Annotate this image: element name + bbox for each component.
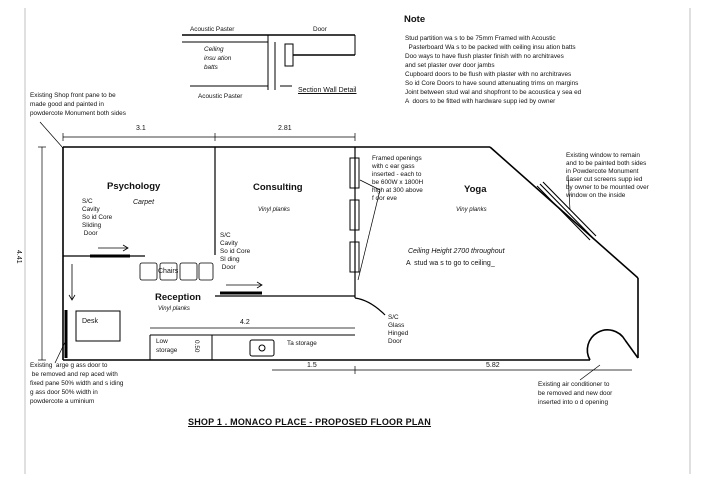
consulting-door-label: Cavity [220, 240, 238, 247]
air-conditioner-note: Existing air conditioner to [538, 381, 610, 388]
consulting-door-label: S/C [220, 232, 231, 239]
existing-glass-door-note: fixed pane 50% width and s iding [30, 380, 124, 387]
consulting-door-label: So id Core [220, 248, 251, 255]
framed-openings-note: Framed openings [372, 155, 422, 162]
note-line: and set plaster over door jambs [405, 62, 495, 69]
dimension-top-left: 3.1 [136, 125, 146, 132]
note-title: Note [404, 14, 426, 25]
sliding-doors [90, 244, 263, 295]
glass-door-label: Door [388, 338, 402, 345]
section-wall-detail [182, 34, 356, 90]
storage-counter [149, 334, 355, 360]
psychology-door-label: Cavity [82, 206, 100, 213]
framed-glass-openings [349, 157, 360, 273]
note-line: Doo ways to have flush plaster finish wi… [405, 53, 564, 60]
desk-label: Desk [82, 318, 98, 325]
desk-shape [75, 310, 121, 342]
dimension-reception: 4.2 [240, 319, 250, 326]
low-storage-label: Low [156, 338, 168, 345]
ceiling-batts-label: Ceiling [204, 46, 224, 53]
room-name-reception: Reception [155, 292, 201, 303]
door-label: Door [313, 26, 327, 33]
acoustic-plaster-top-label: Acoustic Paster [190, 26, 235, 33]
psychology-door-label: Sliding [82, 222, 102, 229]
note-line: Cupboard doors to be flush with plaster … [405, 71, 572, 78]
room-finish-consulting: Vinyl planks [258, 207, 290, 213]
consulting-door-label: Door [220, 264, 236, 271]
tall-storage-label: Ta storage [287, 340, 317, 347]
existing-window-note: by owner to be mounted over [566, 184, 649, 191]
framed-openings-note: high at 300 above [372, 187, 423, 194]
ceiling-batts-label: insu ation [204, 55, 232, 62]
ceiling-batts-label: batts [204, 64, 218, 71]
room-finish-psychology: Carpet [133, 199, 155, 206]
framed-openings-note: be 600W x 1800H [372, 179, 424, 186]
glass-door-label: Glass [388, 322, 405, 329]
shopfront-note-line: made good and painted in [30, 101, 104, 108]
low-storage-label: storage [156, 347, 178, 354]
acoustic-plaster-bottom-label: Acoustic Paster [198, 93, 243, 100]
psychology-door-label: So id Core [82, 214, 113, 221]
shopfront-note-line: Existing Shop front pane to be [30, 92, 116, 99]
psychology-door-label: Door [82, 230, 98, 237]
existing-window-note: in Powdercote Monument [566, 168, 639, 175]
leader-lines [39, 121, 601, 381]
dimension-bottom-mid: 1.5 [307, 362, 317, 369]
dimension-left: 4.41 [15, 250, 22, 264]
room-name-yoga: Yoga [464, 184, 487, 195]
room-finish-reception: Vinyl planks [158, 306, 190, 312]
note-line: So id Core Doors to have sound attenuati… [405, 80, 579, 87]
framed-openings-note: inserted - each to [372, 171, 422, 178]
inner-walls [63, 147, 386, 316]
air-conditioner-note: inserted into o d opening [538, 399, 608, 406]
note-line: Stud partition wa s to be 75mm Framed wi… [405, 35, 556, 42]
glass-door-label: S/C [388, 314, 399, 321]
glass-door-label: Hinged [388, 330, 409, 337]
existing-window-note: Laser cut screens supp ied [566, 176, 643, 183]
dimension-bottom-right: 5.82 [486, 362, 500, 369]
existing-window-note: and to be painted both sides [566, 160, 647, 167]
stud-walls-note: A stud wa s to go to ceiling_ [406, 260, 495, 267]
drawing-title: SHOP 1 . MONACO PLACE - PROPOSED FLOOR P… [188, 417, 431, 427]
room-name-consulting: Consulting [253, 182, 303, 193]
side-dimension-label: 0.50 [193, 340, 200, 353]
dimension-top-right: 2.81 [278, 125, 292, 132]
ceiling-height-note: Ceiling Height 2700 throughout [408, 248, 505, 255]
psychology-door-label: S/C [82, 198, 93, 205]
existing-window-note: Existing window to remain [566, 152, 640, 159]
room-finish-yoga: Viny planks [456, 207, 487, 213]
air-conditioner-note: be removed and new door [538, 390, 613, 397]
framed-openings-note: f oor eve [372, 195, 397, 202]
note-line: Pasterboard Wa s to be packed with ceili… [405, 44, 576, 51]
existing-glass-door-note: g ass door 50% width in [30, 389, 98, 396]
room-name-psychology: Psychology [107, 181, 161, 192]
consulting-door-label: Sl ding [220, 256, 240, 263]
chairs-label: Chairs [158, 268, 179, 275]
chairs-group [139, 262, 214, 281]
outer-walls [62, 146, 639, 361]
existing-glass-door-note: be removed and rep aced with [30, 371, 118, 378]
note-line: Joint between stud wal and shopfront to … [405, 89, 582, 96]
existing-window-note: window on the inside [566, 192, 626, 199]
section-caption: Section Wall Detail [298, 87, 357, 94]
note-line: A doors to be fitted with hardware supp … [405, 98, 556, 105]
existing-glass-door-note: Existing arge g ass door to [30, 362, 108, 369]
existing-glass-door-note: powdercote a uminium [30, 398, 95, 405]
dimension-lines [38, 133, 632, 374]
framed-openings-note: with c ear gass [372, 163, 415, 170]
shopfront-note-line: powdercote Monument both sides [30, 110, 126, 117]
existing-window [536, 181, 597, 241]
